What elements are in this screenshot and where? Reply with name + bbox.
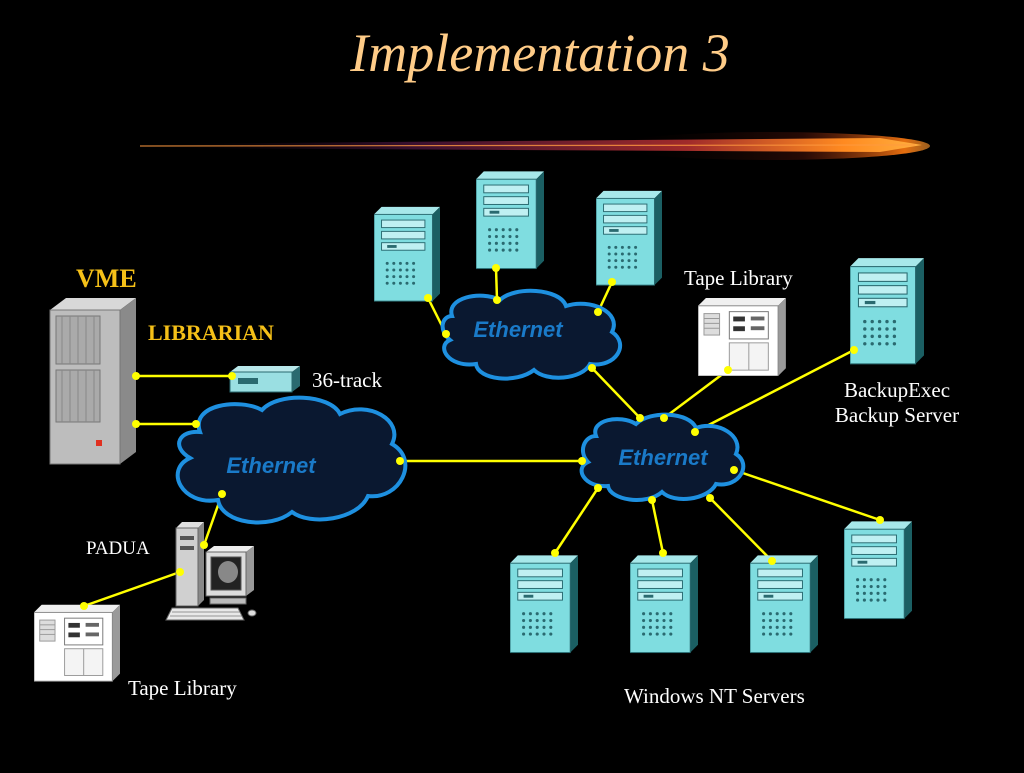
librarian-label: LIBRARIAN [148, 320, 274, 345]
backup-label-line2: Backup Server [834, 403, 960, 427]
nt-servers-label: Windows NT Servers [624, 684, 805, 708]
mainframe-icon [49, 298, 136, 465]
link-tapelib-ethernet-right [663, 369, 729, 419]
ethernet-cloud-left: Ethernet [175, 395, 408, 525]
tower-server-icon [750, 554, 818, 654]
ethernet-label-top: Ethernet [473, 317, 564, 342]
network-links [83, 267, 881, 608]
workstation-icon [165, 522, 257, 621]
tape-library-icon [34, 604, 120, 682]
track-label: 36-track [312, 368, 382, 392]
tower-server-icon [476, 170, 544, 270]
padua-label: PADUA [86, 538, 150, 559]
link-ethernet-right-nt1 [553, 487, 600, 554]
link-ethernet-right-nt3 [709, 497, 773, 562]
title-underline-streak [139, 132, 930, 160]
tape-drive-icon [229, 366, 300, 393]
tower-server-icon [630, 554, 698, 654]
connection-dots [80, 264, 884, 610]
slide-title: Implementation 3 [350, 23, 730, 83]
ethernet-label-right: Ethernet [618, 445, 709, 470]
link-ethernet-top-right [591, 367, 641, 419]
tape-library-icon [698, 298, 786, 376]
ethernet-label-left: Ethernet [226, 453, 317, 478]
tower-server-icon [844, 520, 912, 620]
backup-server-label: BackupExec Backup Server [818, 378, 976, 428]
tower-server-icon [850, 257, 924, 365]
tower-server-icon [596, 190, 662, 286]
ethernet-cloud-right: Ethernet [579, 412, 746, 502]
tower-server-icon [374, 206, 440, 302]
link-server-b-ethernet-top [494, 267, 499, 301]
tape-library-label-bottom: Tape Library [128, 676, 237, 700]
link-padua-tape-library [83, 570, 181, 608]
ethernet-cloud-top: Ethernet [440, 288, 623, 381]
link-ethernet-right-nt4 [733, 468, 881, 522]
link-backup-ethernet-right [694, 348, 855, 434]
link-ethernet-right-nt2 [650, 499, 665, 554]
backup-label-line1: BackupExec [843, 378, 951, 402]
vme-label: VME [76, 264, 137, 293]
tower-server-icon [510, 554, 578, 654]
tape-library-label-top: Tape Library [684, 266, 793, 290]
